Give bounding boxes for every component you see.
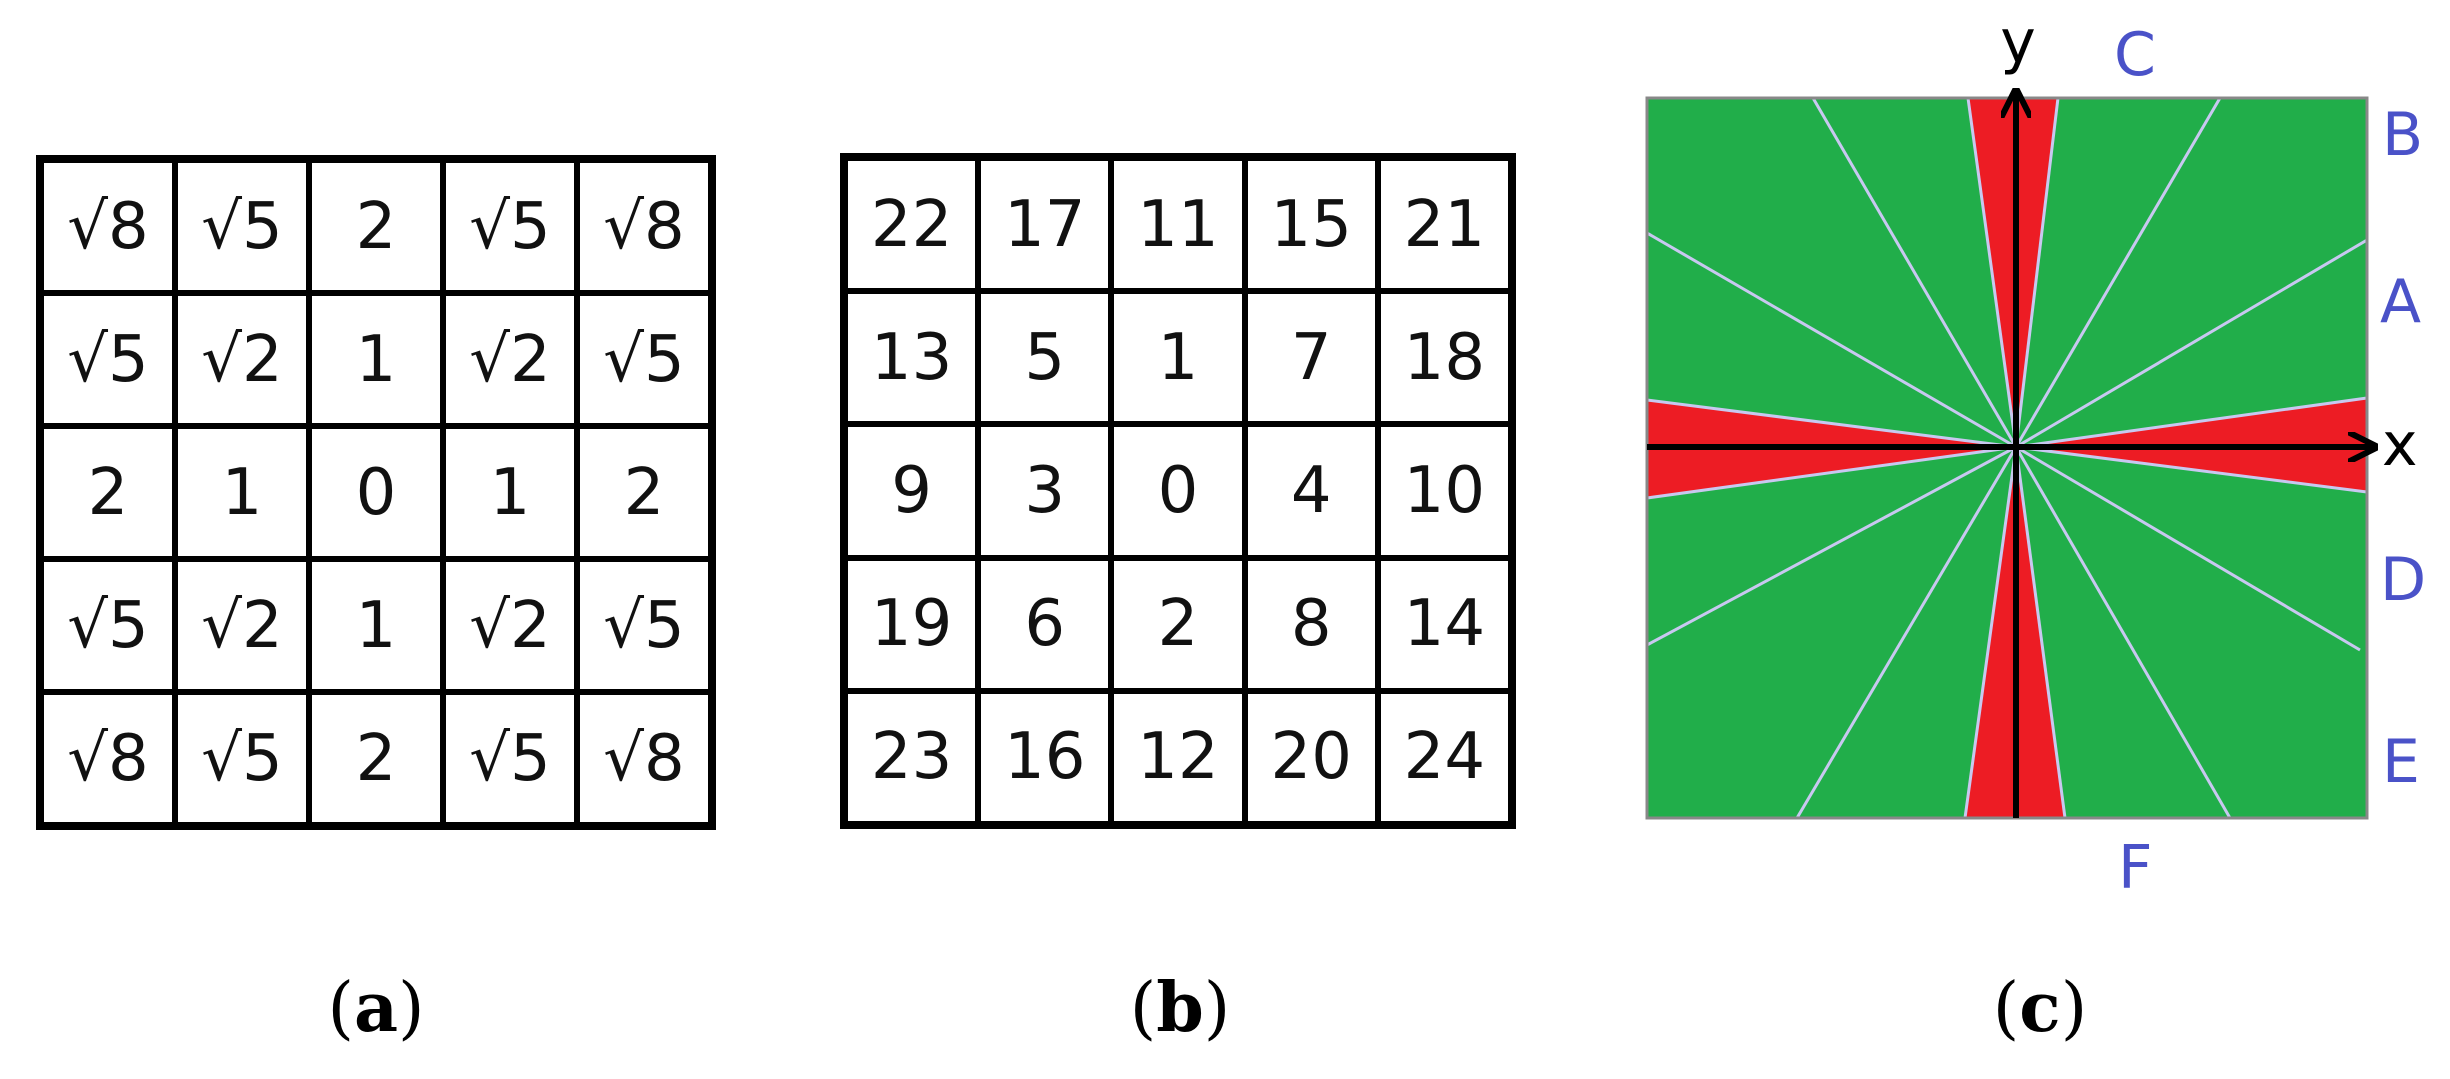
grid-b-cell: 19 — [845, 557, 979, 691]
grid-a-cell: √8 — [41, 692, 175, 825]
grid-a-cell: √5 — [443, 160, 577, 293]
grid-a-cell: √2 — [443, 293, 577, 426]
grid-b-cell: 1 — [1111, 291, 1245, 425]
region-label-d: D — [2380, 545, 2426, 615]
ray-line — [1647, 445, 2017, 647]
direction-diagram-c: x y A B C D E F — [1645, 7, 2426, 900]
grid-a-cell: 1 — [443, 426, 577, 559]
ray-line — [2015, 445, 2367, 494]
grid-b-cell: 13 — [845, 291, 979, 425]
ray-line — [1647, 445, 2017, 500]
grid-a-cell: 0 — [309, 426, 443, 559]
grid-b-cell: 22 — [845, 158, 979, 292]
grid-a-cell: √5 — [577, 293, 711, 426]
grid-a-cell: 2 — [309, 160, 443, 293]
ray-line — [1963, 446, 2018, 818]
caption-a: (a) — [327, 968, 425, 1048]
region-label-a: A — [2380, 267, 2421, 337]
grid-b-cell: 8 — [1244, 557, 1378, 691]
ray-line — [2015, 396, 2367, 449]
grid-a-cell: √8 — [41, 160, 175, 293]
grid-a-cell: √8 — [577, 692, 711, 825]
grid-b-cell: 21 — [1377, 158, 1511, 292]
ray-line — [2015, 238, 2367, 449]
order-grid-b: 22 17 11 15 21 13 5 1 7 18 9 3 0 4 10 19… — [840, 153, 1516, 829]
grid-b-cell: 0 — [1111, 424, 1245, 558]
grid-a-cell: √5 — [41, 559, 175, 692]
ray-line — [1811, 98, 2018, 448]
grid-a-cell: √8 — [577, 160, 711, 293]
grid-b-cell: 15 — [1244, 158, 1378, 292]
grid-b-cell: 2 — [1111, 557, 1245, 691]
grid-b-cell: 10 — [1377, 424, 1511, 558]
grid-a-cell: √2 — [175, 293, 309, 426]
ray-line — [2015, 445, 2361, 652]
grid-b-cell: 4 — [1244, 424, 1378, 558]
caption-c: (c) — [1992, 968, 2088, 1048]
ray-line — [2014, 446, 2067, 818]
grid-a-cell: 2 — [577, 426, 711, 559]
grid-b-cell: 9 — [845, 424, 979, 558]
ray-line — [2014, 98, 2060, 448]
grid-a-cell: 1 — [309, 559, 443, 692]
distance-grid-a: √8 √5 2 √5 √8 √5 √2 1 √2 √5 2 1 0 1 2 √5… — [36, 155, 716, 830]
grid-b-cell: 11 — [1111, 158, 1245, 292]
region-label-c: C — [2114, 20, 2156, 90]
ray-line — [2014, 446, 2232, 818]
grid-a-cell: √2 — [175, 559, 309, 692]
grid-a-cell: √5 — [41, 293, 175, 426]
grid-a-cell: 1 — [309, 293, 443, 426]
ray-line — [1647, 398, 2017, 449]
grid-b-cell: 18 — [1377, 291, 1511, 425]
caption-b: (b) — [1129, 968, 1231, 1048]
grid-a-cell: √5 — [175, 692, 309, 825]
x-axis-label: x — [2382, 410, 2418, 480]
region-label-f: F — [2118, 833, 2153, 900]
grid-b-cell: 14 — [1377, 557, 1511, 691]
grid-b-cell: 12 — [1111, 690, 1245, 824]
ray-lines — [1647, 98, 2367, 818]
ray-line — [1966, 98, 2018, 448]
grid-b-cell: 23 — [845, 690, 979, 824]
grid-a-cell: √5 — [577, 559, 711, 692]
grid-b-cell: 24 — [1377, 690, 1511, 824]
grid-b-cell: 20 — [1244, 690, 1378, 824]
grid-a-cell: 2 — [41, 426, 175, 559]
grid-a-cell: √5 — [443, 692, 577, 825]
grid-b-cell: 3 — [978, 424, 1112, 558]
region-label-e: E — [2382, 727, 2420, 797]
ray-line — [1647, 231, 2017, 449]
grid-a-cell: 1 — [175, 426, 309, 559]
grid-a-cell: 2 — [309, 692, 443, 825]
grid-b-cell: 17 — [978, 158, 1112, 292]
grid-b-cell: 7 — [1244, 291, 1378, 425]
grid-b-cell: 5 — [978, 291, 1112, 425]
ray-line — [1795, 446, 2018, 818]
grid-a-cell: √5 — [175, 160, 309, 293]
ray-line — [2014, 98, 2222, 448]
grid-b-cell: 16 — [978, 690, 1112, 824]
region-label-b: B — [2382, 100, 2423, 170]
grid-a-cell: √2 — [443, 559, 577, 692]
y-axis-label: y — [2000, 7, 2036, 77]
grid-b-cell: 6 — [978, 557, 1112, 691]
